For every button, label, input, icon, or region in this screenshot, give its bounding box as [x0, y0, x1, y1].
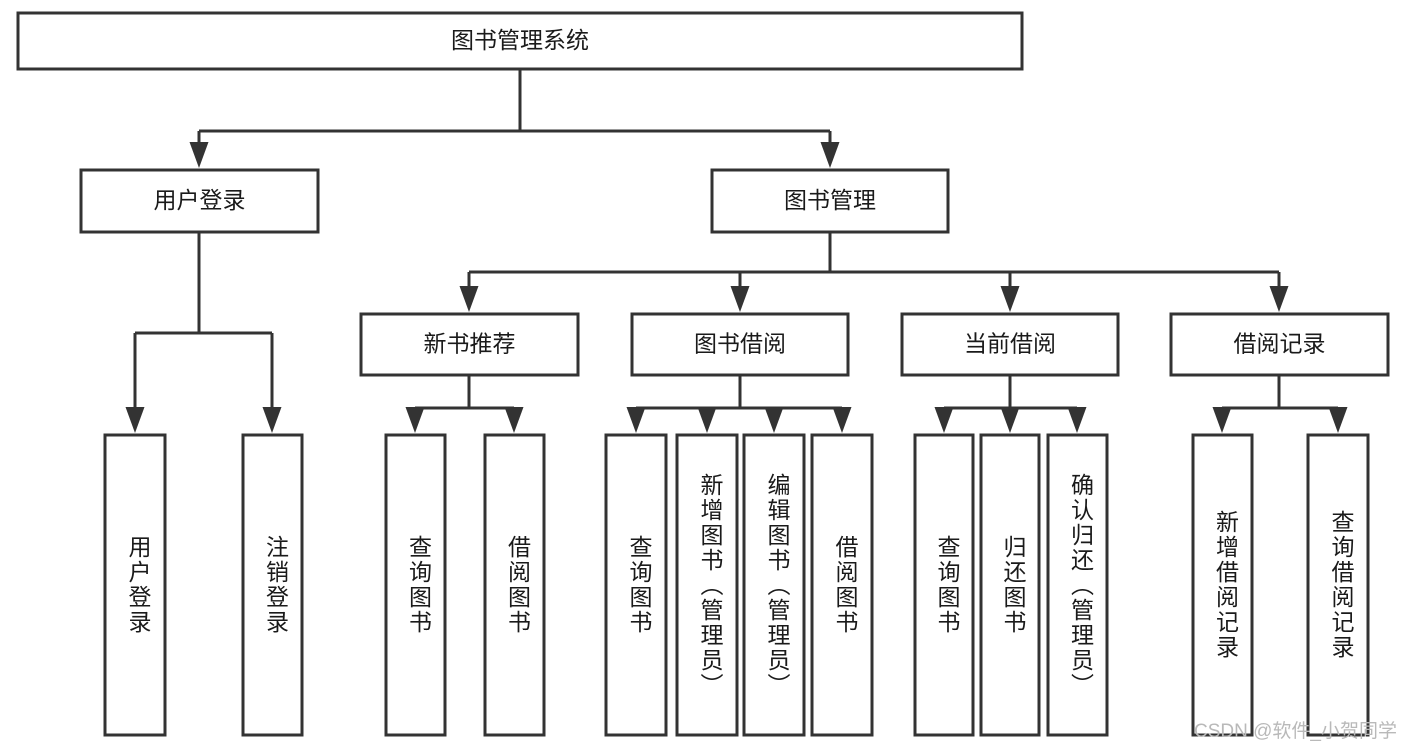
arrow-head-icon [189, 142, 209, 168]
arrow-head-icon [934, 407, 954, 433]
node-label-root: 图书管理系统 [451, 27, 589, 53]
arrow-head-icon [764, 407, 784, 433]
node-box-root[interactable] [16, 11, 1024, 71]
arrow-head-icon [459, 286, 479, 312]
arrow-head-icon [125, 407, 145, 433]
node-label-user-login: 用户登录 [154, 187, 246, 213]
arrow-head-icon [504, 407, 524, 433]
connector-user-login-to-leaves [125, 232, 282, 433]
arrow-head-icon [1000, 286, 1020, 312]
node-box-leaf-confirm-return[interactable] [1046, 433, 1109, 737]
node-box-borrow-record[interactable] [1169, 312, 1390, 377]
connector-borrow-record-to-leaves [1212, 375, 1348, 433]
node-label-book-manage: 图书管理 [784, 187, 876, 213]
node-box-leaf-add-book[interactable] [675, 433, 739, 737]
node-box-leaf-return-book[interactable] [979, 433, 1041, 737]
node-box-leaf-user-login[interactable] [103, 433, 167, 737]
node-label-current-borrow: 当前借阅 [964, 331, 1056, 357]
node-box-leaf-user-logout[interactable] [241, 433, 304, 737]
arrow-head-icon [820, 142, 840, 168]
node-label-borrow-record: 借阅记录 [1234, 331, 1326, 357]
connector-current-borrow-to-leaves [934, 375, 1087, 433]
arrow-head-icon [697, 407, 717, 433]
connectors-layer [125, 69, 1348, 433]
node-box-leaf-edit-book[interactable] [742, 433, 806, 737]
connector-book-borrow-to-leaves [626, 375, 852, 433]
node-box-user-login[interactable] [79, 168, 320, 234]
arrow-head-icon [626, 407, 646, 433]
node-box-leaf-add-record[interactable] [1191, 433, 1254, 737]
node-box-book-manage[interactable] [710, 168, 950, 234]
arrow-head-icon [1328, 407, 1348, 433]
connector-new-book-to-leaves [405, 375, 524, 433]
arrow-head-icon [730, 286, 750, 312]
node-box-leaf-borrow-book-2[interactable] [810, 433, 874, 737]
arrow-head-icon [405, 407, 425, 433]
node-box-leaf-borrow-book-1[interactable] [483, 433, 546, 737]
node-label-book-borrow: 图书借阅 [694, 331, 786, 357]
node-box-new-book-recommend[interactable] [359, 312, 580, 377]
connector-book-manage-to-level3 [459, 232, 1289, 312]
arrow-head-icon [1000, 407, 1020, 433]
connector-root-to-level2 [189, 69, 840, 168]
node-box-leaf-query-book-3[interactable] [913, 433, 975, 737]
arrow-head-icon [1212, 407, 1232, 433]
node-label-new-book-recommend: 新书推荐 [424, 331, 516, 357]
node-box-leaf-query-book-2[interactable] [604, 433, 668, 737]
watermark-text: CSDN @软件_小贺同学 [1194, 721, 1397, 742]
node-box-leaf-query-book-1[interactable] [384, 433, 447, 737]
arrow-head-icon [1269, 286, 1289, 312]
node-box-current-borrow[interactable] [900, 312, 1120, 377]
arrow-head-icon [262, 407, 282, 433]
node-box-book-borrow[interactable] [630, 312, 850, 377]
node-box-leaf-query-record[interactable] [1306, 433, 1370, 737]
arrow-head-icon [832, 407, 852, 433]
arrow-head-icon [1067, 407, 1087, 433]
boxes-layer [16, 11, 1390, 737]
